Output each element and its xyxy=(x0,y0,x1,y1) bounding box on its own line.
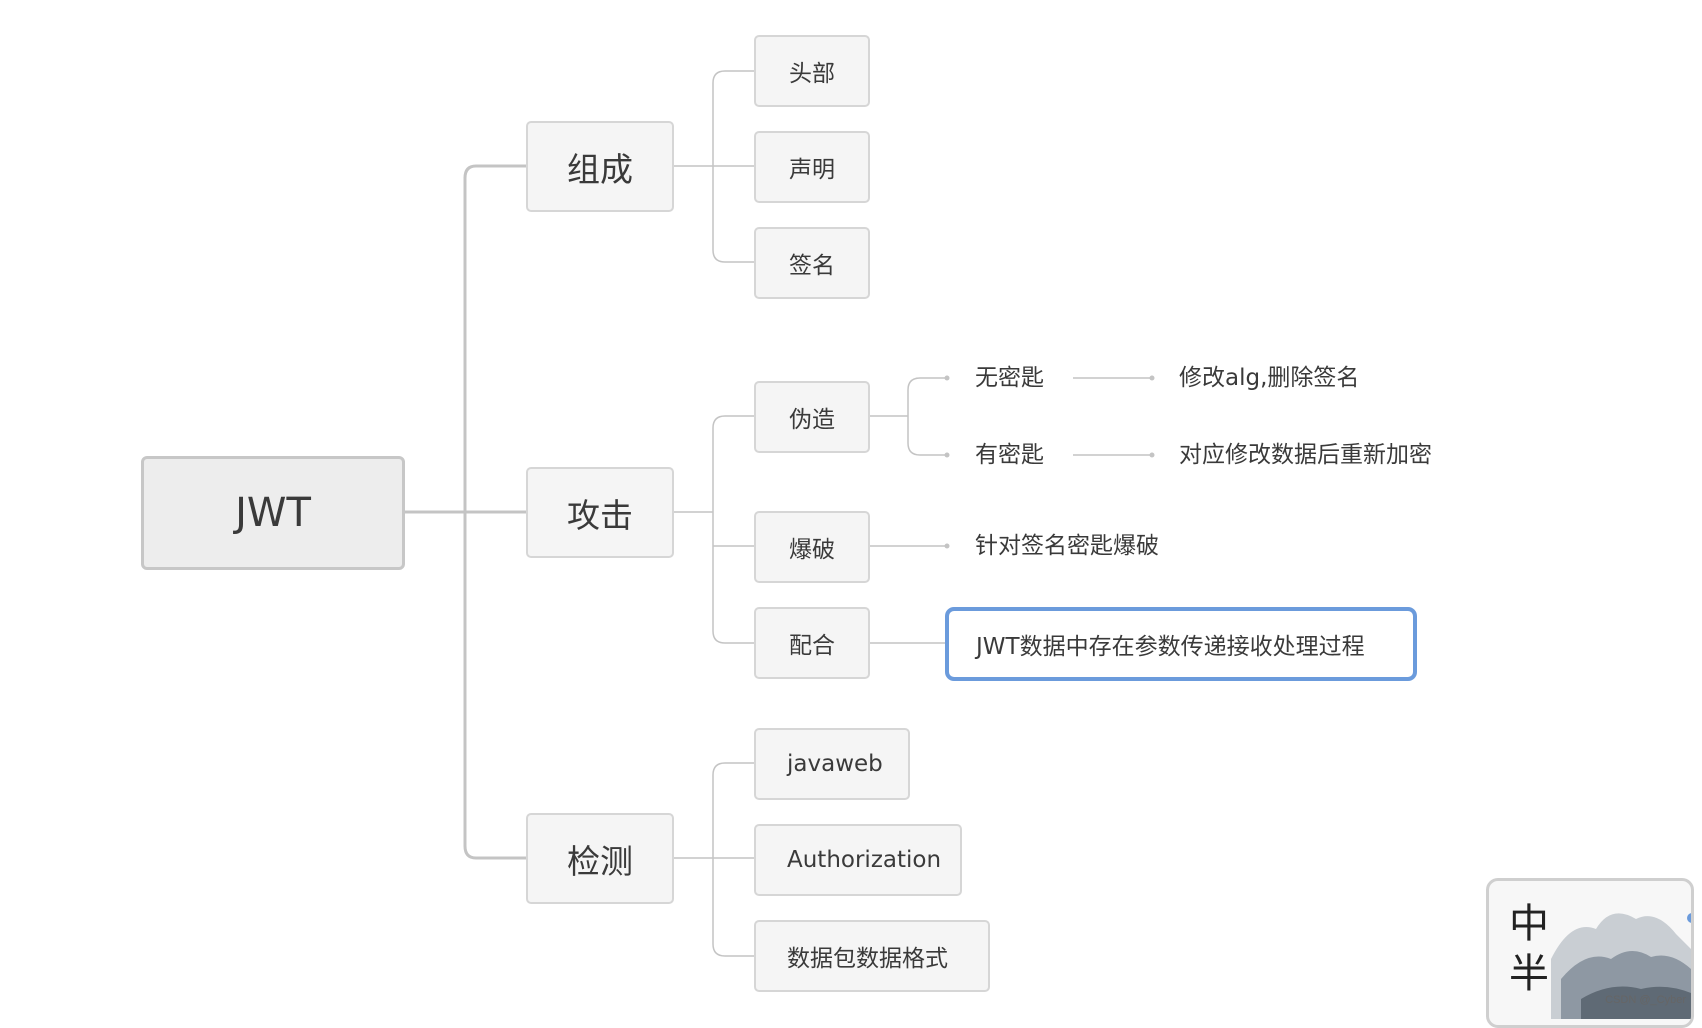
branch-detection[interactable]: 检测 xyxy=(526,813,674,904)
node-javaweb[interactable]: javaweb xyxy=(754,728,910,800)
node-param-process-selected[interactable]: JWT数据中存在参数传递接收处理过程 xyxy=(945,607,1417,681)
node-with-key-detail[interactable]: 对应修改数据后重新加密 xyxy=(1179,442,1432,468)
node-combination[interactable]: 配合 xyxy=(754,607,870,679)
node-no-key[interactable]: 无密匙 xyxy=(975,365,1044,391)
node-packet-format[interactable]: 数据包数据格式 xyxy=(754,920,990,992)
node-bruteforce[interactable]: 爆破 xyxy=(754,511,870,583)
node-forgery[interactable]: 伪造 xyxy=(754,381,870,453)
node-no-key-detail[interactable]: 修改alg,删除签名 xyxy=(1179,365,1360,391)
root-node[interactable]: JWT xyxy=(141,456,405,570)
branch-attack[interactable]: 攻击 xyxy=(526,467,674,558)
node-key-bruteforce[interactable]: 针对签名密匙爆破 xyxy=(975,533,1159,559)
branch-composition[interactable]: 组成 xyxy=(526,121,674,212)
connector-dot xyxy=(1149,452,1155,458)
watermark: CSDN @_Cyber xyxy=(1605,994,1686,1006)
connector-dot xyxy=(1149,375,1155,381)
node-claims[interactable]: 声明 xyxy=(754,131,870,203)
connector-root-branches xyxy=(463,164,526,860)
ink-painting-stamp: 中半 xyxy=(1486,878,1694,1028)
connector-dot xyxy=(944,375,950,381)
node-signature[interactable]: 签名 xyxy=(754,227,870,299)
stamp-chars: 中半 xyxy=(1509,901,1549,997)
node-with-key[interactable]: 有密匙 xyxy=(975,442,1044,468)
node-authorization[interactable]: Authorization xyxy=(754,824,962,896)
connector-dot xyxy=(944,543,950,549)
mountain-painting-icon xyxy=(1551,913,1691,1019)
stamp-marker-dot xyxy=(1687,913,1691,923)
node-header[interactable]: 头部 xyxy=(754,35,870,107)
connector-dot xyxy=(944,452,950,458)
